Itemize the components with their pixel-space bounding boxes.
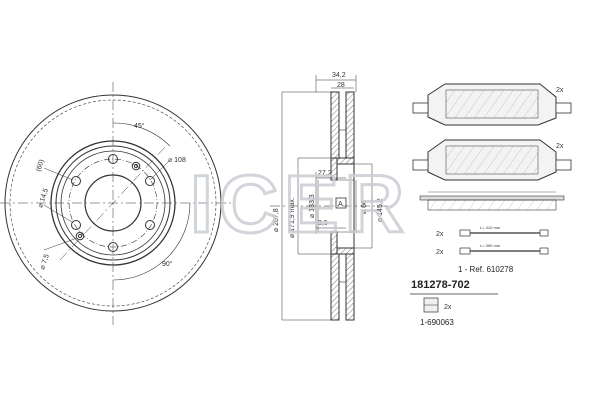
disc-section-view: [330, 91, 355, 321]
brake-pad-side-backing: [419, 195, 565, 201]
bolt-hole: [71, 220, 81, 230]
reference-label: 1 - Ref. 610278: [458, 265, 514, 274]
leader-108: [149, 161, 169, 181]
label-angle-45: 45°: [134, 122, 145, 130]
wear-sensor-1-plug: [459, 229, 471, 237]
brake-pad-bottom-lining: [445, 145, 539, 175]
leader-14-5: [43, 204, 73, 223]
centering-hole: [75, 231, 85, 241]
label-34-2: 34,2: [332, 72, 346, 79]
wear-sensor-1-tip: [539, 229, 549, 237]
disc-front-labels: 45° 90° ⌀ 108 (60) ⌀ 14,5 ⌀ 7,5: [35, 122, 186, 271]
section-labels: 34,2 28 ⌀ 287,8 ⌀ 171,9 max. ⌀ 133,3 ⌀ 6…: [273, 72, 384, 238]
friction-ring-outer-lower: [330, 253, 340, 321]
brake-pad-side-lining: [427, 199, 557, 211]
centering-hole: [133, 163, 139, 169]
friction-ring-inner: [345, 91, 355, 159]
label-171-9: ⌀ 171,9 max.: [289, 197, 296, 238]
section-dimensions: [270, 75, 392, 321]
label-qty-top: 2x: [556, 87, 564, 94]
label-28: 28: [337, 82, 345, 89]
bolt-hole: [71, 176, 81, 186]
centering-hole: [77, 233, 83, 239]
hub-flange: [336, 157, 355, 165]
label-133-3: ⌀ 133,3: [309, 194, 316, 218]
brake-pad-bottom-ear-right: [555, 159, 572, 171]
brake-pads: [412, 83, 572, 313]
label-bolt-60: (60): [35, 159, 46, 173]
label-3-5: 3,5: [318, 220, 328, 227]
datum-a-box: [335, 197, 347, 209]
brake-pad-top-lining: [445, 89, 539, 119]
angle-45-arc: [112, 122, 171, 147]
label-145-2: ⌀ 145,2: [377, 198, 384, 222]
label-sensor-1-len: L= 410 mm: [480, 225, 501, 230]
label-hole-108: ⌀ 108: [168, 157, 186, 164]
part-number: 181278-702: [411, 279, 470, 291]
brake-pad-bottom-ear-left: [412, 159, 429, 171]
friction-ring-inner-lower: [345, 253, 355, 321]
label-66: ⌀ 66: [361, 200, 368, 214]
pad-labels: 2x 2x 2x 2x L= 410 mm L= 390 mm 2x: [436, 87, 564, 311]
angle-90-arc: [112, 202, 191, 281]
label-dia-14-5: ⌀ 14,5: [37, 188, 50, 209]
icer-watermark: ICER: [190, 159, 410, 250]
hub-flange-lower: [336, 247, 355, 255]
label-27-2: 27,2: [318, 170, 332, 177]
label-qty-bottom: 2x: [556, 143, 564, 150]
friction-ring-outer: [330, 91, 340, 159]
label-qty-sensor-1: 2x: [436, 231, 444, 238]
center-line-diagonal: [59, 145, 167, 261]
disc-front-view: [0, 82, 232, 325]
centering-hole: [131, 161, 141, 171]
label-qty-clip: 2x: [444, 304, 452, 311]
brake-pad-top-ear-right: [555, 102, 572, 114]
brake-pad-top-ear-left: [412, 102, 429, 114]
label-dia-7-5: ⌀ 7,5: [39, 253, 51, 270]
label-287-8: ⌀ 287,8: [273, 208, 280, 232]
leader-60: [43, 167, 74, 181]
wear-sensor-2-plug: [459, 247, 471, 255]
hat-wall-upper: [330, 157, 338, 181]
leader-7-5: [43, 237, 78, 251]
label-angle-90: 90°: [162, 260, 173, 268]
label-sensor-2-len: L= 390 mm: [480, 243, 501, 248]
bolt-hole: [145, 176, 155, 186]
bolt-hole: [145, 220, 155, 230]
reference-number: 1-690063: [420, 318, 454, 327]
label-qty-sensor-2: 2x: [436, 249, 444, 256]
label-datum-a: A: [338, 201, 343, 208]
wear-sensor-2-tip: [539, 247, 549, 255]
hat-wall-lower: [330, 231, 338, 255]
